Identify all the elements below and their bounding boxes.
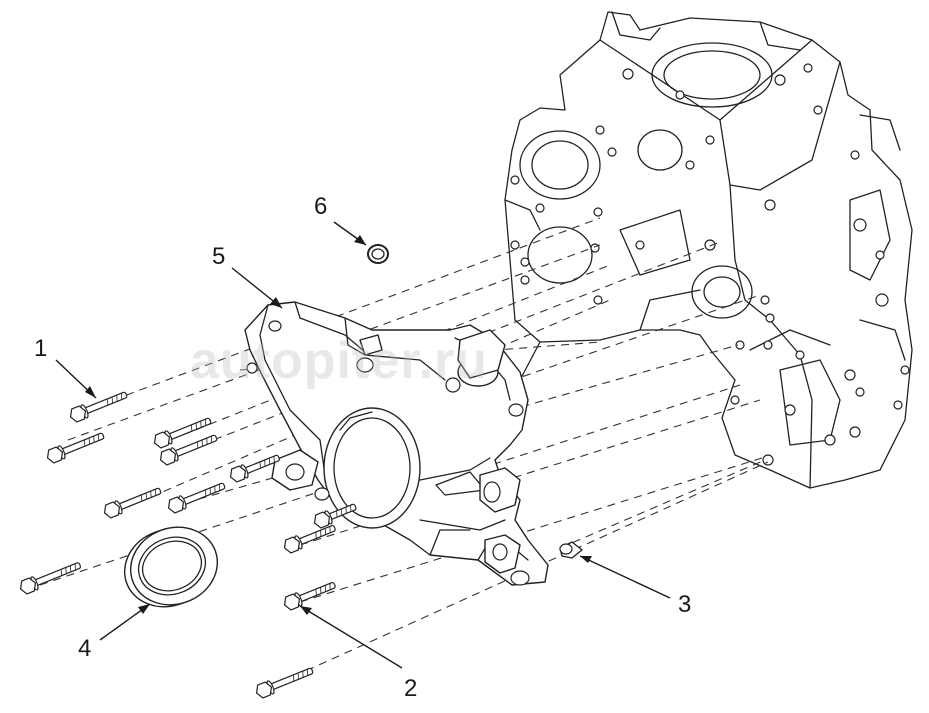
callout-3: 3 (678, 591, 691, 618)
callout-2: 2 (404, 675, 417, 702)
callout-6: 6 (314, 193, 327, 220)
engine-block-holes (510, 63, 910, 466)
bolt (255, 667, 314, 699)
bolt (283, 581, 336, 611)
callout-leaders (55, 221, 671, 669)
callout-5: 5 (212, 243, 225, 270)
bolt (159, 434, 218, 466)
bolt (283, 524, 336, 554)
bolt (153, 417, 212, 449)
bolt (103, 487, 162, 519)
dowel-pin (559, 541, 583, 559)
bolts (19, 391, 357, 699)
bolt (313, 503, 357, 529)
callout-labels: 1 2 3 4 5 6 (34, 193, 691, 702)
callout-4: 4 (78, 635, 91, 662)
callout-1: 1 (34, 335, 47, 362)
bolt (167, 482, 226, 514)
bolt (69, 391, 128, 423)
bolt (19, 562, 82, 595)
watermark: autopiter.ru (190, 332, 488, 390)
engine-block (504, 11, 913, 489)
oil-seal (123, 526, 219, 608)
front-cover (244, 301, 549, 586)
bolt (46, 432, 105, 464)
o-ring (367, 244, 389, 264)
bolt (229, 454, 280, 483)
